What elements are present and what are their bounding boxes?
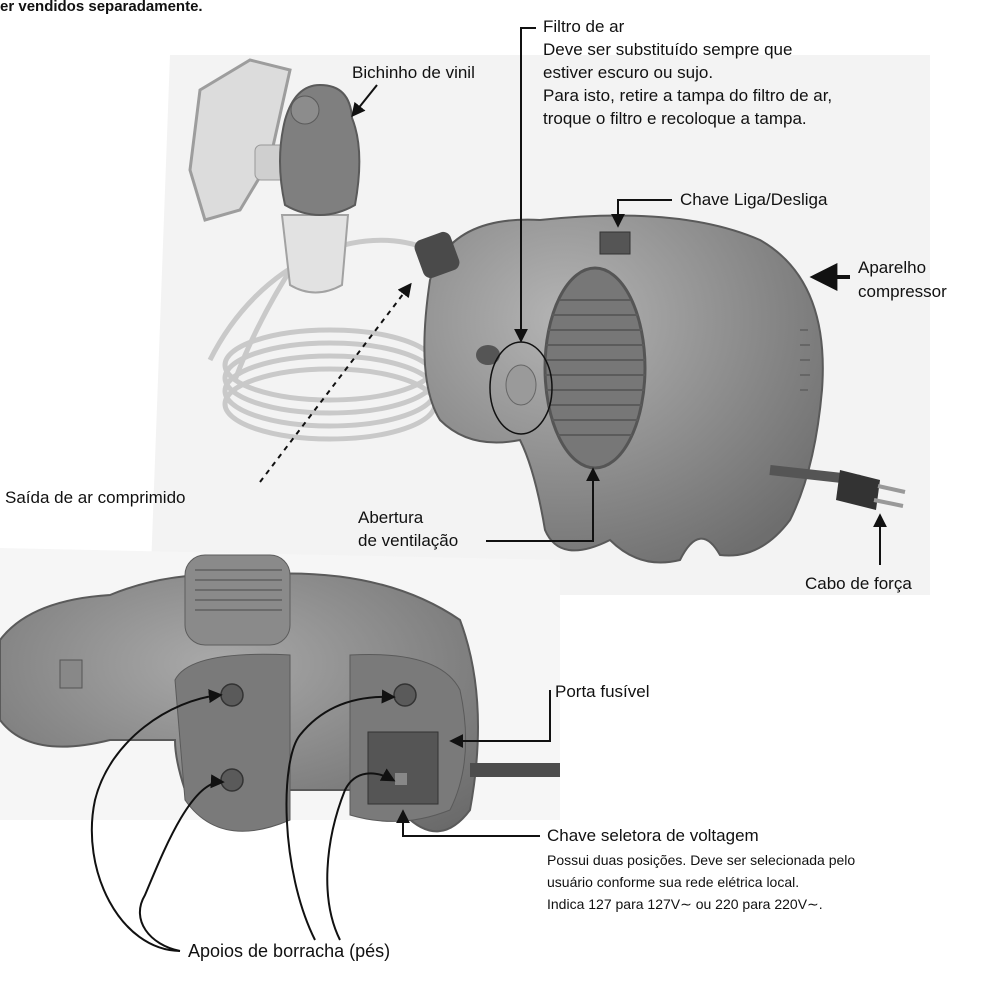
label-aparelho-2: compressor [858, 280, 947, 303]
label-abertura-2: de ventilação [358, 529, 458, 552]
power-switch [600, 232, 630, 254]
label-cabo: Cabo de força [805, 572, 912, 595]
fuse-holder [368, 732, 438, 804]
bottom-air-outlet [60, 660, 82, 688]
label-seletora-1: Possui duas posições. Deve ser seleciona… [547, 850, 855, 871]
bottom-left-panel [175, 654, 290, 831]
label-chave-liga: Chave Liga/Desliga [680, 188, 827, 211]
nebulizer-cup [282, 215, 348, 293]
label-filtro-line4: troque o filtro e recoloque a tampa. [543, 107, 807, 130]
label-abertura-1: Abertura [358, 506, 423, 529]
label-filtro-line1: Deve ser substituído sempre que [543, 38, 792, 61]
label-bichinho: Bichinho de vinil [352, 61, 475, 84]
label-chave-seletora: Chave seletora de voltagem [547, 824, 759, 847]
label-filtro-line2: estiver escuro ou sujo. [543, 61, 713, 84]
label-porta-fusivel: Porta fusível [555, 680, 650, 703]
label-seletora-2: usuário conforme sua rede elétrica local… [547, 872, 799, 893]
label-filtro-title: Filtro de ar [543, 15, 624, 38]
vent-grille [545, 268, 645, 468]
label-saida: Saída de ar comprimido [5, 486, 185, 509]
label-filtro-line3: Para isto, retire a tampa do filtro de a… [543, 84, 832, 107]
label-aparelho-1: Aparelho [858, 256, 926, 279]
label-apoios: Apoios de borracha (pés) [188, 940, 390, 963]
header-note: er vendidos separadamente. [0, 0, 203, 18]
elephant-eye [476, 345, 500, 365]
label-seletora-3: Indica 127 para 127V∼ ou 220 para 220V∼. [547, 894, 823, 915]
voltage-selector-switch [395, 773, 407, 785]
